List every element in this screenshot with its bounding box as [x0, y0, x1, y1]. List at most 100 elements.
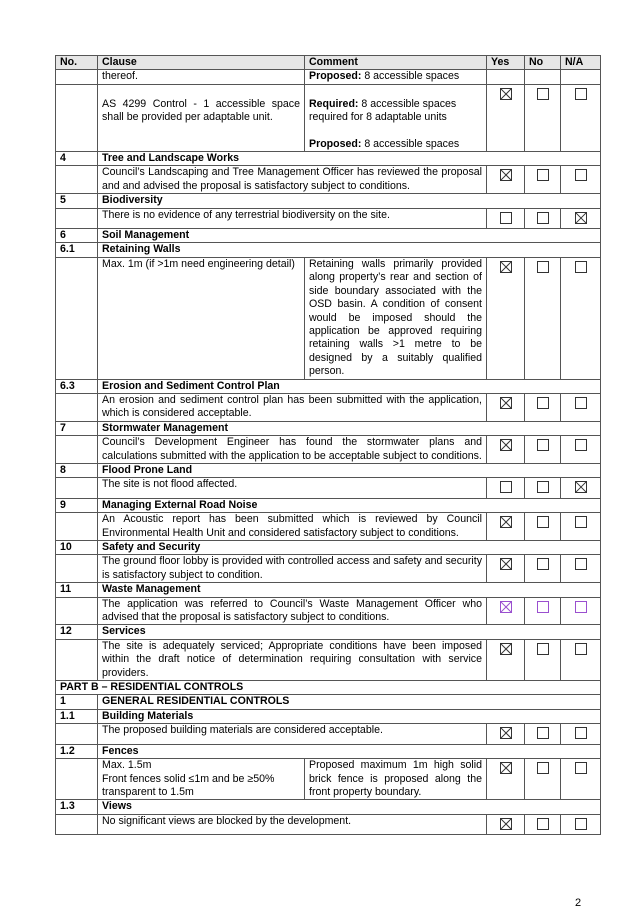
- section-heading: 6.3 Erosion and Sediment Control Plan: [55, 378, 601, 394]
- section-heading: 9 Managing External Road Noise: [55, 497, 601, 514]
- table-row: Council’s Landscaping and Tree Managemen…: [55, 165, 601, 195]
- table-row: Max. 1m (if >1m need engineering detail)…: [55, 256, 601, 380]
- comment-text: Retaining walls primarily provided along…: [304, 256, 487, 380]
- na-checkbox[interactable]: [574, 516, 587, 529]
- yes-checkbox-checked[interactable]: [499, 87, 512, 100]
- na-checkbox[interactable]: [574, 762, 587, 775]
- table-row: The application was referred to Council’…: [55, 596, 601, 626]
- table-row: AS 4299 Control - 1 accessible space sha…: [55, 83, 601, 153]
- section-heading: 1 GENERAL RESIDENTIAL CONTROLS: [55, 694, 601, 710]
- no-checkbox[interactable]: [536, 762, 549, 775]
- yes-checkbox-checked[interactable]: [499, 169, 512, 182]
- section-heading: 4 Tree and Landscape Works: [55, 151, 601, 167]
- section-heading: 5 Biodiversity: [55, 193, 601, 209]
- comment-text: The ground floor lobby is provided with …: [97, 554, 487, 584]
- na-checkbox[interactable]: [574, 727, 587, 740]
- comment-text: The site is not flood affected.: [97, 477, 487, 499]
- no-checkbox[interactable]: [536, 727, 549, 740]
- header-na: N/A: [560, 54, 601, 71]
- table-row: thereof. Proposed: 8 accessible spaces: [55, 69, 601, 85]
- comment-text: Proposed maximum 1m high solid brick fen…: [304, 758, 487, 801]
- header-yes: Yes: [486, 54, 525, 71]
- na-checkbox[interactable]: [574, 558, 587, 571]
- section-heading: 6.1 Retaining Walls: [55, 242, 601, 258]
- yes-checkbox-checked[interactable]: [499, 642, 512, 655]
- comment-text: No significant views are blocked by the …: [97, 813, 487, 836]
- header-no: No.: [55, 54, 98, 71]
- table-row: The site is adequately serviced; Appropr…: [55, 638, 601, 682]
- comment-text: An erosion and sediment control plan has…: [97, 392, 487, 422]
- clause-text: Max. 1m (if >1m need engineering detail): [97, 256, 305, 380]
- comment-text: Council’s Landscaping and Tree Managemen…: [97, 165, 487, 195]
- part-heading: PART B – RESIDENTIAL CONTROLS: [55, 680, 601, 696]
- header-no-col: No: [524, 54, 561, 71]
- table-row: The ground floor lobby is provided with …: [55, 554, 601, 584]
- na-checkbox[interactable]: [574, 439, 587, 452]
- yes-checkbox-checked[interactable]: [499, 516, 512, 529]
- yes-checkbox-checked[interactable]: [499, 762, 512, 775]
- no-checkbox[interactable]: [536, 396, 549, 409]
- no-checkbox[interactable]: [536, 260, 549, 273]
- yes-checkbox-checked[interactable]: [499, 439, 512, 452]
- compliance-table: No. Clause Comment Yes No N/A thereof. P…: [55, 54, 601, 836]
- section-heading: 8 Flood Prone Land: [55, 462, 601, 479]
- table-row: Council’s Development Engineer has found…: [55, 435, 601, 464]
- table-row: The proposed building materials are cons…: [55, 723, 601, 745]
- no-checkbox[interactable]: [536, 516, 549, 529]
- na-checkbox-checked[interactable]: [574, 481, 587, 494]
- yes-checkbox-checked[interactable]: [499, 396, 512, 409]
- no-checkbox[interactable]: [536, 169, 549, 182]
- no-checkbox[interactable]: [536, 439, 549, 452]
- na-checkbox[interactable]: [574, 817, 587, 830]
- yes-checkbox-checked[interactable]: [499, 600, 512, 613]
- table-header: No. Clause Comment Yes No N/A: [55, 54, 601, 71]
- na-checkbox[interactable]: [574, 642, 587, 655]
- table-row: An Acoustic report has been submitted wh…: [55, 512, 601, 541]
- yes-checkbox-checked[interactable]: [499, 727, 512, 740]
- no-checkbox[interactable]: [536, 600, 549, 613]
- section-heading: 6 Soil Management: [55, 228, 601, 244]
- section-heading: 1.3 Views: [55, 799, 601, 815]
- no-checkbox[interactable]: [536, 642, 549, 655]
- section-heading: 11 Waste Management: [55, 582, 601, 598]
- table-row: The site is not flood affected.: [55, 477, 601, 499]
- no-checkbox[interactable]: [536, 558, 549, 571]
- header-comment: Comment: [304, 54, 487, 71]
- header-clause: Clause: [97, 54, 305, 71]
- section-heading: 12 Services: [55, 624, 601, 640]
- no-checkbox[interactable]: [536, 87, 549, 100]
- comment-text: An Acoustic report has been submitted wh…: [97, 512, 487, 541]
- table-row: An erosion and sediment control plan has…: [55, 392, 601, 422]
- comment-text: Required: 8 accessible spaces required f…: [304, 83, 487, 153]
- comment-text: There is no evidence of any terrestrial …: [97, 207, 487, 230]
- na-checkbox-checked[interactable]: [574, 211, 587, 224]
- na-checkbox[interactable]: [574, 396, 587, 409]
- comment-text: The application was referred to Council’…: [97, 596, 487, 626]
- comment-text: Council’s Development Engineer has found…: [97, 435, 487, 464]
- na-checkbox[interactable]: [574, 87, 587, 100]
- clause-text: thereof.: [97, 69, 305, 85]
- comment-text: The proposed building materials are cons…: [97, 723, 487, 745]
- section-heading: 1.2 Fences: [55, 743, 601, 760]
- no-checkbox[interactable]: [536, 817, 549, 830]
- yes-checkbox-checked[interactable]: [499, 260, 512, 273]
- section-heading: 10 Safety and Security: [55, 539, 601, 556]
- clause-text: AS 4299 Control - 1 accessible space sha…: [97, 83, 305, 153]
- yes-checkbox[interactable]: [499, 211, 512, 224]
- yes-checkbox[interactable]: [499, 481, 512, 494]
- comment-text: Proposed: 8 accessible spaces: [304, 69, 487, 85]
- no-checkbox[interactable]: [536, 211, 549, 224]
- page-number: 2: [575, 897, 582, 909]
- yes-checkbox-checked[interactable]: [499, 817, 512, 830]
- no-checkbox[interactable]: [536, 481, 549, 494]
- section-heading: 1.1 Building Materials: [55, 708, 601, 725]
- yes-checkbox-checked[interactable]: [499, 558, 512, 571]
- section-heading: 7 Stormwater Management: [55, 420, 601, 437]
- table-row: No significant views are blocked by the …: [55, 813, 601, 836]
- na-checkbox[interactable]: [574, 600, 587, 613]
- na-checkbox[interactable]: [574, 260, 587, 273]
- na-checkbox[interactable]: [574, 169, 587, 182]
- comment-text: The site is adequately serviced; Appropr…: [97, 638, 487, 682]
